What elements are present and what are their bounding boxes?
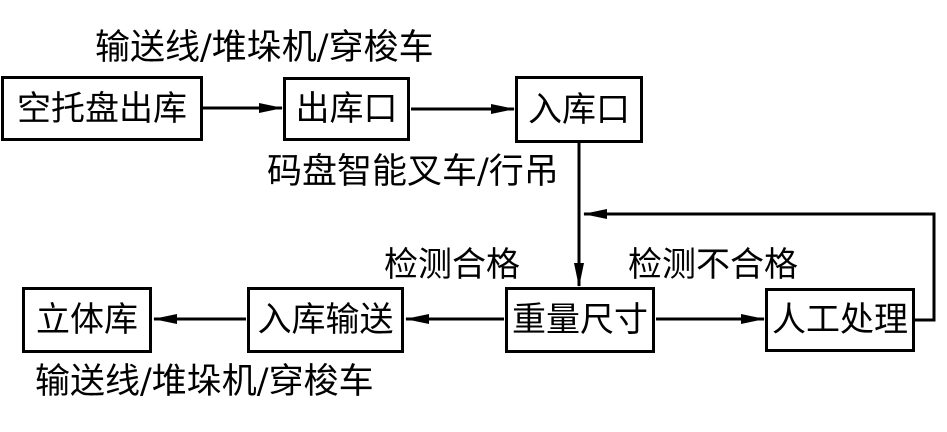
- node-weight-size-check: 重量尺寸: [505, 287, 655, 353]
- label-inspection-pass: 检测合格: [384, 245, 520, 285]
- node-manual-handling: 人工处理: [765, 288, 915, 352]
- node-outbound-port: 出库口: [283, 77, 410, 141]
- label-top-transport-line: 输送线/堆垛机/穿梭车: [95, 28, 434, 68]
- node-inbound-conveying: 入库输送: [247, 287, 404, 353]
- node-inbound-port: 入库口: [515, 76, 643, 143]
- edge-manual-handling-feedback: [583, 209, 936, 322]
- label-bottom-transport-line: 输送线/堆垛机/穿梭车: [35, 362, 374, 402]
- label-inspection-fail: 检测不合格: [628, 245, 798, 285]
- node-stereo-warehouse: 立体库: [22, 287, 152, 353]
- node-empty-pallet-outbound: 空托盘出库: [1, 76, 203, 141]
- label-palletizing-forklift-crane: 码盘智能叉车/行吊: [267, 152, 559, 192]
